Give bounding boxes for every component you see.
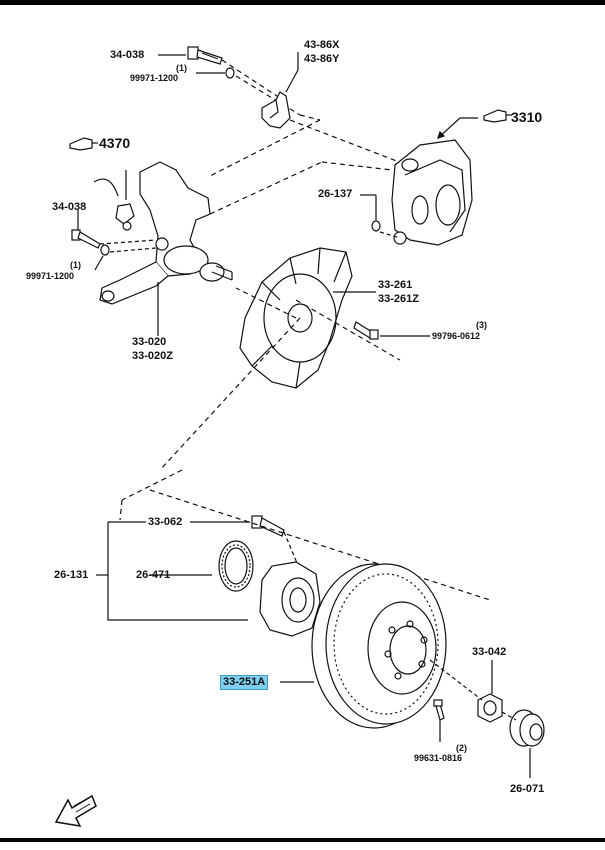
disc-screw — [433, 699, 445, 721]
part-label[interactable]: 99971-1200 — [26, 271, 75, 281]
part-label[interactable]: 99971-1200 — [130, 73, 179, 83]
washer-mid — [100, 244, 110, 256]
bolt-top — [187, 46, 223, 65]
wheel-hub — [259, 561, 321, 637]
part-label[interactable]: 33-020 — [132, 336, 167, 348]
part-label[interactable]: 99796-0612 — [432, 331, 481, 341]
part-label[interactable]: 26-137 — [318, 188, 353, 200]
qty-label: (3) — [476, 320, 487, 330]
part-label[interactable]: 26-131 — [54, 569, 89, 581]
abs-tone-ring — [218, 540, 254, 592]
part-label[interactable]: 43-86Y — [304, 53, 340, 65]
qty-label: (2) — [456, 743, 467, 753]
part-label[interactable]: 99631-0816 — [414, 753, 463, 763]
part-label[interactable]: 26-471 — [136, 569, 171, 581]
steering-knuckle — [99, 161, 233, 305]
hand-pointer-icon-3310 — [483, 109, 512, 123]
bottom-border — [0, 838, 605, 842]
part-label[interactable]: 34-038 — [110, 49, 145, 61]
qty-label: (1) — [176, 63, 187, 73]
hub-bolt — [251, 515, 285, 537]
bolt-99796 — [353, 321, 379, 340]
clip-26-137 — [371, 220, 381, 232]
part-label[interactable]: 33-261 — [378, 279, 413, 291]
brake-disc — [311, 563, 447, 729]
part-label[interactable]: 4370 — [99, 135, 131, 151]
part-label-highlighted[interactable]: 33-251A — [220, 675, 269, 690]
brake-caliper — [391, 139, 473, 246]
top-border — [0, 0, 605, 5]
part-label[interactable]: 34-038 — [52, 201, 87, 213]
qty-label: (1) — [70, 260, 81, 270]
dust-shield-bracket — [261, 91, 291, 129]
hand-pointer-icon — [69, 137, 98, 151]
front-arrow-icon — [54, 794, 97, 827]
part-label[interactable]: 33-261Z — [378, 293, 419, 305]
part-label[interactable]: 33-020Z — [132, 350, 173, 362]
part-label[interactable]: 43-86X — [304, 39, 340, 51]
bolt-mid — [71, 229, 101, 249]
part-label[interactable]: 3310 — [511, 109, 543, 125]
grease-cap — [509, 709, 545, 747]
washer-top — [225, 67, 235, 79]
hub-nut — [477, 693, 503, 723]
part-label[interactable]: 33-042 — [472, 646, 507, 658]
abs-sensor — [115, 203, 135, 231]
part-label[interactable]: 33-062 — [148, 516, 183, 528]
part-label[interactable]: 26-071 — [510, 783, 545, 795]
